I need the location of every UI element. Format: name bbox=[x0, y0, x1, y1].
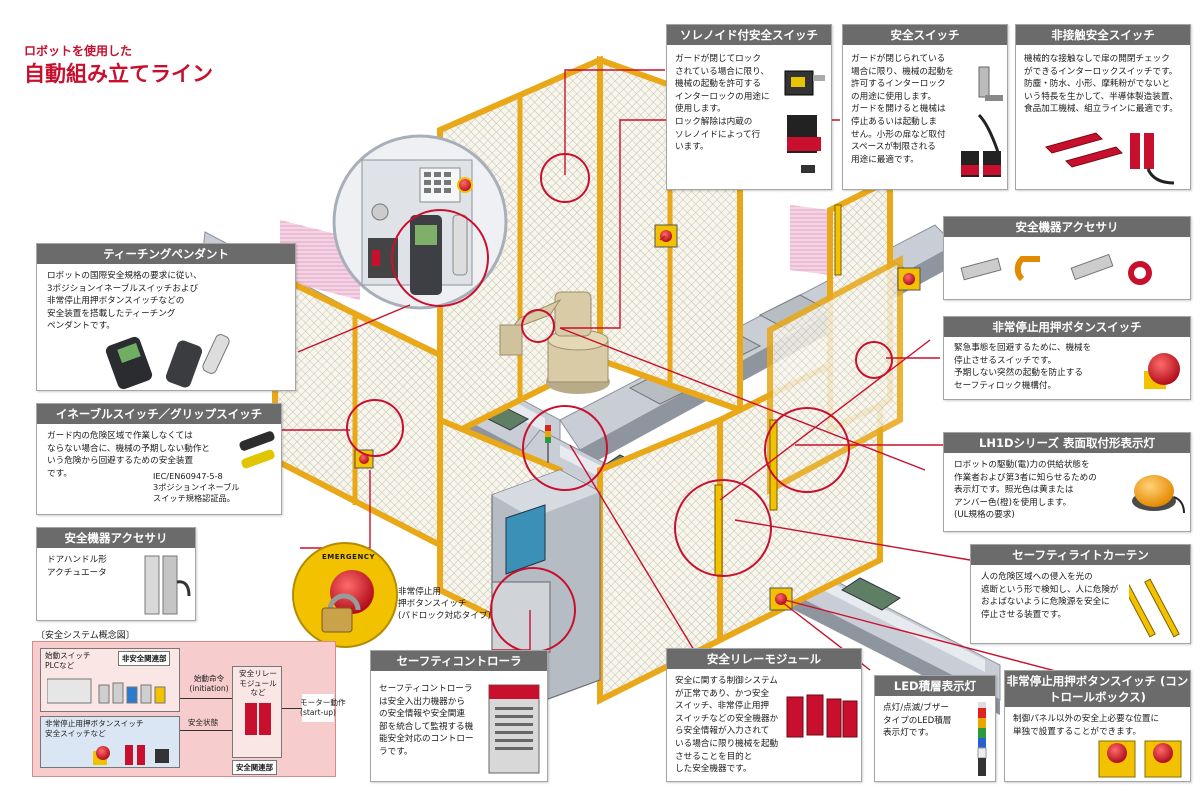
safety-relay-image bbox=[786, 694, 858, 738]
callout-description: セーフティコントローラ は安全入出力機器から の安全情報や安全関連 部を統合して… bbox=[379, 684, 474, 757]
control-cabinet bbox=[491, 469, 601, 706]
standard-note: IEC/EN60947-5-8 3ポジションイネーブル スイッチ規格認証品。 bbox=[153, 471, 240, 503]
callout-description: 緊急事態を回避するために、機械を 停止させるスイッチです。 予期しない突然の起動… bbox=[954, 343, 1092, 391]
motor-box: モーター動作 (start-up) bbox=[300, 694, 346, 722]
callout-control-box: 非常停止用押ボタンスイッチ (コントロールボックス) 制御パネル以外の安全上必要… bbox=[1004, 670, 1191, 782]
motor-label: モーター動作 (start-up) bbox=[300, 698, 346, 717]
callout-description: ドアハンドル形 アクチュエータ bbox=[47, 555, 107, 578]
page-title: 自動組み立てライン bbox=[24, 62, 213, 86]
led-tower-in-scene bbox=[545, 425, 551, 463]
callout-title: 安全リレーモジュール bbox=[667, 649, 861, 669]
start-command-label: 始動命令 (initiation) bbox=[189, 674, 229, 693]
start-switch-box: 始動スイッチ PLCなど bbox=[40, 648, 180, 712]
teaching-pendant-image bbox=[105, 334, 230, 390]
noncontact-switch-image bbox=[1045, 132, 1175, 185]
start-switch-label: 始動スイッチ PLCなど bbox=[45, 651, 91, 670]
arrow-motor bbox=[282, 708, 304, 709]
callout-description: ガードが閉じてロック されている場合に限り、 機械の起動を許可する インターロッ… bbox=[675, 54, 770, 153]
callout-title: 安全機器アクセサリ bbox=[944, 217, 1190, 237]
door-handle-actuator-image bbox=[144, 555, 191, 615]
estop-button-image bbox=[1144, 353, 1180, 389]
callout-solenoid-switch: ソレノイド付安全スイッチ ガードが閉じてロック されている場合に限り、 機械の起… bbox=[666, 24, 832, 190]
arrow-safety bbox=[180, 730, 232, 731]
accessory-products-image bbox=[960, 253, 1152, 285]
relay-image bbox=[245, 703, 271, 735]
callout-title: セーフティコントローラ bbox=[371, 651, 547, 671]
solenoid-switch-image bbox=[784, 70, 825, 173]
callout-title: 非接触安全スイッチ bbox=[1016, 25, 1190, 45]
callout-title: 非常停止用押ボタンスイッチ bbox=[944, 317, 1190, 337]
callout-title: LED積層表示灯 bbox=[875, 676, 995, 696]
callout-description: ロボットの駆動(電)力の供給状態を 作業者および第3者に知らせるための 表示灯で… bbox=[954, 460, 1097, 521]
callout-title: セーフティライトカーテン bbox=[971, 545, 1190, 565]
lh1d-lamp-image bbox=[1132, 475, 1185, 514]
callout-estop-switch: 非常停止用押ボタンスイッチ 緊急事態を回避するために、機械を 停止させるスイッチ… bbox=[943, 316, 1191, 400]
non-safety-tag: 非安全関連部 bbox=[118, 651, 171, 666]
callout-title: 安全スイッチ bbox=[843, 25, 1007, 45]
callout-description: ロボットの国際安全規格の要求に従い、 3ポジションイネーブルスイッチおよび 非常… bbox=[47, 271, 202, 332]
teaching-pendant-inset bbox=[332, 134, 508, 310]
relay-box: 安全リレー モジュール など bbox=[232, 666, 282, 758]
safety-state-label: 安全状態 bbox=[187, 718, 219, 727]
callout-description: ガード内の危険区域で作業しなくては ならない場合に、機械の予期しない動作と いう… bbox=[47, 431, 211, 479]
callout-light-curtain: セーフティライトカーテン 人の危険区域への侵入を光の 遮断という形で検知し、人に… bbox=[970, 544, 1191, 644]
light-curtain-image bbox=[1129, 578, 1180, 638]
safety-switch-image bbox=[961, 66, 1003, 177]
safety-controller-image bbox=[488, 684, 540, 774]
arrow-start bbox=[180, 698, 232, 699]
estop-switch-label: 非常停止用押ボタンスイッチ 安全スイッチなど bbox=[45, 719, 144, 738]
title-subtitle: ロボットを使用した bbox=[24, 44, 133, 58]
callout-led-tower: LED積層表示灯 点灯/点滅/ブザー タイプのLED積層 表示灯です。 bbox=[874, 675, 996, 782]
callout-description: 人の危険区域への侵入を光の 遮断という形で検知し、人に危険が およばないように危… bbox=[981, 572, 1119, 620]
callout-title: ソレノイド付安全スイッチ bbox=[667, 25, 831, 45]
callout-accessory-top: 安全機器アクセサリ bbox=[943, 216, 1191, 300]
estop-switch-box: 非常停止用押ボタンスイッチ 安全スイッチなど bbox=[40, 716, 180, 768]
callout-lh1d-indicator: LH1Dシリーズ 表面取付形表示灯 ロボットの駆動(電)力の供給状態を 作業者お… bbox=[943, 432, 1191, 532]
callout-title: 安全機器アクセサリ bbox=[37, 528, 195, 548]
control-box-image bbox=[1098, 740, 1182, 778]
callout-accessory-left: 安全機器アクセサリ ドアハンドル形 アクチュエータ bbox=[36, 527, 196, 621]
emergency-label: EMERGENCY bbox=[322, 553, 376, 561]
estop-devices-image bbox=[93, 745, 169, 765]
callout-description: 安全に関する制御システム が正常であり、かつ安全 スイッチ、非常停止用押 スイッ… bbox=[675, 676, 779, 775]
relay-label: 安全リレー モジュール など bbox=[239, 669, 277, 697]
callout-title: イネーブルスイッチ／グリップスイッチ bbox=[37, 404, 281, 424]
callout-safety-controller: セーフティコントローラ セーフティコントローラ は安全入出力機器から の安全情報… bbox=[370, 650, 548, 782]
callout-description: ガードが閉じられている 場合に限り、機械の起動を 許可するインターロック の用途… bbox=[851, 54, 954, 165]
callout-title: 非常停止用押ボタンスイッチ (コントロールボックス) bbox=[1005, 671, 1190, 707]
enable-switch-image bbox=[239, 431, 275, 469]
callout-title: ティーチングペンダント bbox=[37, 244, 295, 264]
padlock-estop-inset bbox=[292, 542, 398, 648]
callout-teaching-pendant: ティーチングペンダント ロボットの国際安全規格の要求に従い、 3ポジションイネー… bbox=[36, 243, 296, 391]
callout-noncontact-switch: 非接触安全スイッチ 機械的な接触なしで扉の開閉チェック ができるインターロックス… bbox=[1015, 24, 1191, 190]
padlock-estop-label: 非常停止用 押ボタンスイッチ (パドロック対応タイプ) bbox=[398, 587, 491, 621]
callout-title: LH1Dシリーズ 表面取付形表示灯 bbox=[944, 433, 1190, 453]
led-tower-image bbox=[977, 702, 987, 776]
callout-description: 点灯/点滅/ブザー タイプのLED積層 表示灯です。 bbox=[883, 703, 952, 739]
callout-description: 機械的な接触なしで扉の開閉チェック ができるインターロックスイッチです。 防塵・… bbox=[1024, 54, 1179, 115]
highlight-circles bbox=[346, 153, 893, 653]
safety-part-tag: 安全関連部 bbox=[232, 760, 277, 775]
callout-safety-switch: 安全スイッチ ガードが閉じられている 場合に限り、機械の起動を 許可するインター… bbox=[842, 24, 1008, 190]
callout-safety-relay: 安全リレーモジュール 安全に関する制御システム が正常であり、かつ安全 スイッチ… bbox=[666, 648, 862, 782]
concept-diagram-title: 〔安全システム概念図〕 bbox=[36, 631, 135, 641]
plc-image bbox=[47, 678, 166, 704]
callout-enable-switch: イネーブルスイッチ／グリップスイッチ ガード内の危険区域で作業しなくては ならな… bbox=[36, 403, 282, 515]
callout-description: 制御パネル以外の安全上必要な位置に 単独で設置することができます。 bbox=[1013, 714, 1160, 737]
